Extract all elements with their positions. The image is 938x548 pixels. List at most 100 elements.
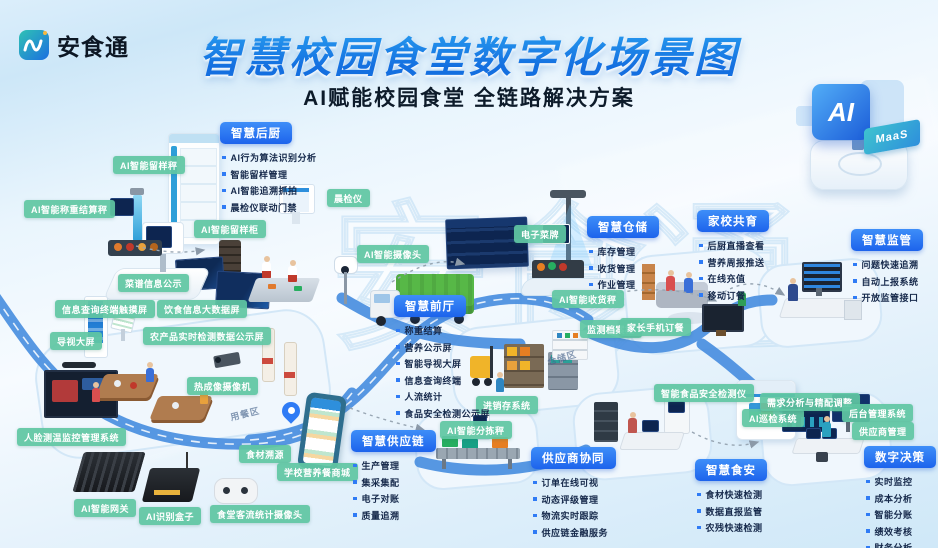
folder xyxy=(573,333,578,338)
zone-item: 在线充值 xyxy=(699,272,769,285)
plate xyxy=(114,380,121,387)
bullet-icon xyxy=(697,525,701,530)
zone-item-label: 问题快速追溯 xyxy=(861,260,919,270)
conveyor xyxy=(436,448,520,459)
scanner-head xyxy=(130,188,144,195)
zone-item-label: 晨检仪联动门禁 xyxy=(230,202,298,213)
tv-camera-bar xyxy=(62,362,96,368)
server-rack xyxy=(594,402,618,442)
bullet-icon xyxy=(853,279,857,283)
cabinet xyxy=(844,300,862,320)
forklift-body xyxy=(470,356,492,378)
cube-base-ring xyxy=(838,152,882,176)
zone-smart-front-hall: 智慧前厅 称重结算营养公示屏智能导视大屏信息查询终端人流统计食品安全检测公示屏 xyxy=(394,295,490,423)
page-title: 智慧校园食堂数字化场景图 xyxy=(0,24,938,85)
bullet-icon xyxy=(533,513,537,518)
bullet-icon xyxy=(222,155,226,160)
box xyxy=(507,361,517,370)
label-agri-screen: 农产品实时检测数据公示屏 xyxy=(143,327,272,345)
nutrition-mall-phone-illustration xyxy=(278,391,348,474)
zone-item: 自动上报系统 xyxy=(853,275,923,288)
veg-crate xyxy=(532,260,584,280)
bullet-icon xyxy=(866,545,870,548)
zone-item-label: 库存管理 xyxy=(597,247,636,257)
wheel xyxy=(484,378,492,386)
chair xyxy=(816,452,828,462)
zone-item: 作业管理 xyxy=(589,278,659,291)
zone-item-label: 智能导视大屏 xyxy=(404,359,462,369)
label-ai-sample-scale: AI智能留样秤 xyxy=(113,156,185,174)
vegetable xyxy=(559,263,567,271)
zone-item: 电子对账 xyxy=(353,492,436,505)
zone-item: 物流实时跟踪 xyxy=(533,509,616,522)
office-worker xyxy=(788,284,798,301)
bullet-icon xyxy=(697,492,701,497)
zone-title: 智慧供应链 xyxy=(351,430,436,452)
bullet-icon xyxy=(353,480,357,484)
crate xyxy=(492,437,508,448)
zone-item-label: 后厨直播查看 xyxy=(707,241,765,251)
label-morning-check: 晨检仪 xyxy=(327,189,370,207)
zone-item: 食材快速检测 xyxy=(697,488,767,501)
zone-item-label: 营养公示屏 xyxy=(404,342,453,353)
chef xyxy=(262,262,271,278)
zone-item-label: 供应链金融服务 xyxy=(541,527,609,538)
bullet-icon xyxy=(699,243,703,248)
zone-item-list: 生产管理集采集配电子对账质量追溯 xyxy=(353,459,436,522)
logo: 安食通 xyxy=(18,28,129,62)
zone-item-label: 食材快速检测 xyxy=(705,490,763,500)
zone-item-label: AI智能追溯抓拍 xyxy=(230,186,298,196)
zone-item-list: 后厨直播查看营养周报推送在线充值移动订餐 xyxy=(699,239,769,302)
vendor-worker xyxy=(628,418,637,433)
bullet-icon xyxy=(222,188,226,193)
lab-machine-screen xyxy=(668,401,685,413)
wheel xyxy=(410,314,420,324)
bullet-icon xyxy=(697,509,701,513)
zone-item: 食品安全检测公示屏 xyxy=(396,407,490,420)
zone-item: 营养公示屏 xyxy=(396,341,490,354)
camera-lens xyxy=(215,357,221,363)
page-subtitle: AI赋能校园食堂 全链路解决方案 xyxy=(303,87,635,110)
terminal-stand xyxy=(121,329,125,341)
gate xyxy=(284,342,297,396)
bullet-icon xyxy=(589,249,593,254)
screen-stand xyxy=(846,420,850,432)
station-arm xyxy=(550,190,586,198)
label-ai-camera: AI智能摄像头 xyxy=(357,245,429,263)
zone-item-label: 智能留样管理 xyxy=(230,169,288,180)
food-tray xyxy=(294,286,302,291)
label-supplier-mgmt: 供应商管理 xyxy=(852,422,914,440)
label-e-menu: 电子菜牌 xyxy=(514,225,567,243)
label-inventory-system: 进销存系统 xyxy=(476,396,538,414)
label-menu-info: 菜谱信息公示 xyxy=(118,274,190,292)
zone-item-label: 智能分账 xyxy=(874,510,913,520)
zone-item: 数据直报监管 xyxy=(697,505,767,518)
bullet-icon xyxy=(396,411,400,415)
worker xyxy=(496,378,504,392)
vendor-desk xyxy=(619,432,685,450)
zone-item-label: 自动上报系统 xyxy=(861,276,919,287)
person xyxy=(200,390,208,404)
food-plate xyxy=(126,243,134,251)
bullet-icon xyxy=(853,262,857,267)
ai-cube: AI xyxy=(812,84,870,140)
label-ai-inspection: AI巡检系统 xyxy=(742,409,805,427)
label-demand-analysis: 需求分析与精配调整 xyxy=(760,393,860,411)
bullet-icon xyxy=(353,513,357,517)
thermal-camera-illustration xyxy=(213,351,244,372)
label-info-terminal: 信息查询终端触摸屏 xyxy=(55,300,155,318)
zone-item: 供应链金融服务 xyxy=(533,526,616,539)
zone-title: 家校共育 xyxy=(697,210,769,232)
camera-lens xyxy=(341,266,349,274)
zone-item-label: 移动订餐 xyxy=(707,290,746,301)
counter xyxy=(247,278,321,302)
check-stand xyxy=(292,212,300,224)
ai-box-illustration xyxy=(141,452,201,506)
bullet-icon xyxy=(853,295,857,300)
zone-item: 成本分析 xyxy=(866,492,936,505)
zone-item-label: 订单在线可视 xyxy=(541,478,599,488)
wheel xyxy=(376,316,386,326)
zone-item: 集采集配 xyxy=(353,476,436,489)
bullet-icon xyxy=(589,266,593,270)
zone-item: 生产管理 xyxy=(353,459,436,472)
